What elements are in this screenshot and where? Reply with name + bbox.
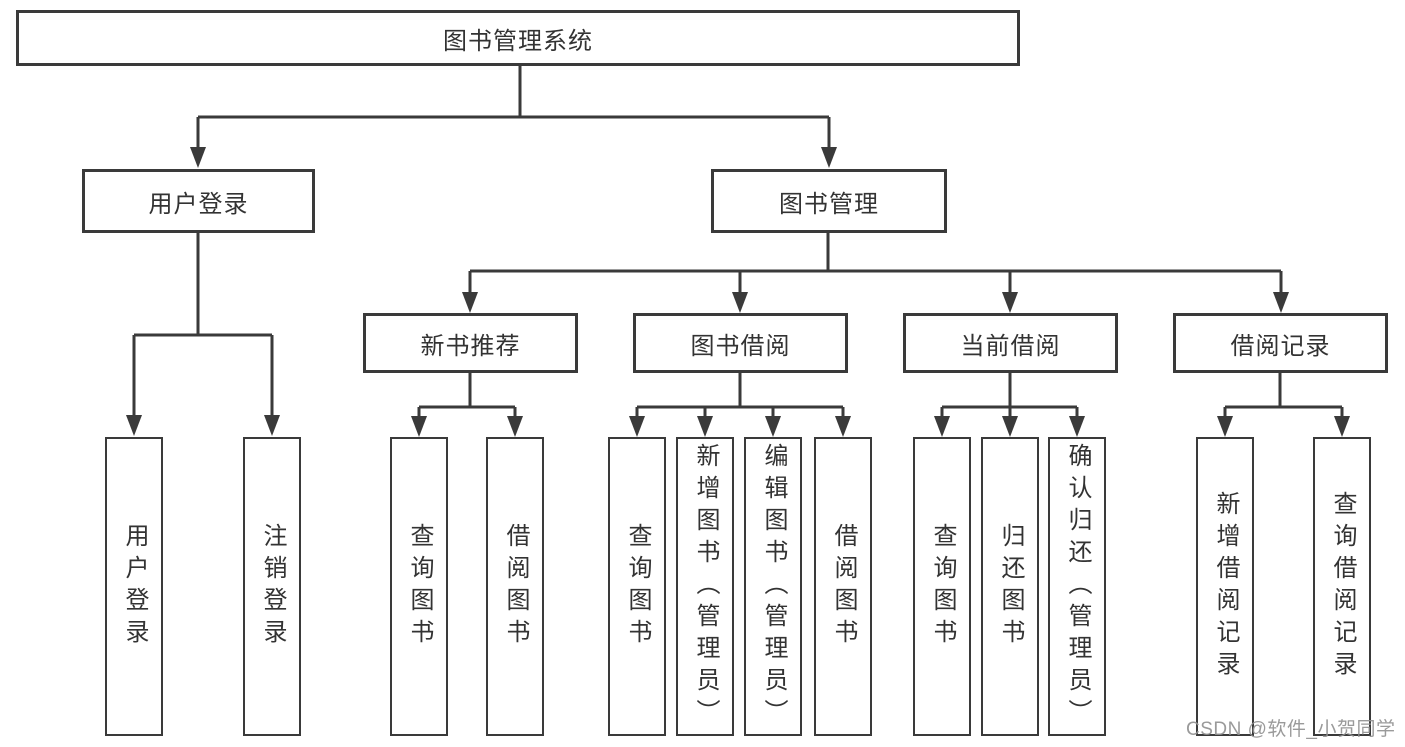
watermark: CSDN @软件_小贺同学 bbox=[1186, 719, 1396, 740]
leaf-logout: 注销登录 bbox=[243, 437, 301, 736]
leaf-current-confirm-return-admin: 确认归还（管理员） bbox=[1048, 437, 1106, 736]
node-label: 借阅记录 bbox=[1230, 332, 1331, 360]
node-label: 新增借阅记录 bbox=[1212, 490, 1239, 683]
node-label: 查询图书 bbox=[624, 522, 651, 651]
node-new-book-recommend: 新书推荐 bbox=[363, 313, 578, 373]
node-label: 新书推荐 bbox=[420, 332, 521, 360]
leaf-user-login: 用户登录 bbox=[105, 437, 163, 736]
node-label: 借阅图书 bbox=[502, 522, 529, 651]
leaf-current-query-books: 查询图书 bbox=[913, 437, 971, 736]
node-label: 注销登录 bbox=[259, 522, 286, 651]
node-book-borrowing: 图书借阅 bbox=[633, 313, 848, 373]
leaf-recommend-query-books: 查询图书 bbox=[390, 437, 448, 736]
node-label: 图书管理 bbox=[779, 190, 879, 218]
leaf-borrow-edit-books-admin: 编辑图书（管理员） bbox=[744, 437, 802, 736]
leaf-borrow-borrow-books: 借阅图书 bbox=[814, 437, 872, 736]
node-borrowing-records: 借阅记录 bbox=[1173, 313, 1388, 373]
node-user-login: 用户登录 bbox=[82, 169, 315, 233]
node-label: 查询图书 bbox=[406, 522, 433, 651]
leaf-records-add-record: 新增借阅记录 bbox=[1196, 437, 1254, 736]
leaf-current-return-books: 归还图书 bbox=[981, 437, 1039, 736]
node-label: 图书借阅 bbox=[690, 332, 791, 360]
leaf-borrow-add-books-admin: 新增图书（管理员） bbox=[676, 437, 734, 736]
node-book-management: 图书管理 bbox=[711, 169, 947, 233]
node-label: 确认归还（管理员） bbox=[1064, 442, 1091, 731]
node-label: 查询图书 bbox=[929, 522, 956, 651]
leaf-recommend-borrow-books: 借阅图书 bbox=[486, 437, 544, 736]
node-label: 归还图书 bbox=[997, 522, 1024, 651]
node-label: 用户登录 bbox=[121, 522, 148, 651]
node-label: 当前借阅 bbox=[960, 332, 1061, 360]
leaf-records-query-record: 查询借阅记录 bbox=[1313, 437, 1371, 736]
node-label: 借阅图书 bbox=[830, 522, 857, 651]
node-label: 新增图书（管理员） bbox=[692, 442, 719, 731]
node-label: 图书管理系统 bbox=[443, 27, 593, 55]
node-root: 图书管理系统 bbox=[16, 10, 1020, 66]
node-current-borrowing: 当前借阅 bbox=[903, 313, 1118, 373]
leaf-borrow-query-books: 查询图书 bbox=[608, 437, 666, 736]
node-label: 编辑图书（管理员） bbox=[760, 442, 787, 731]
node-label: 用户登录 bbox=[148, 190, 249, 218]
node-label: 查询借阅记录 bbox=[1329, 490, 1356, 683]
